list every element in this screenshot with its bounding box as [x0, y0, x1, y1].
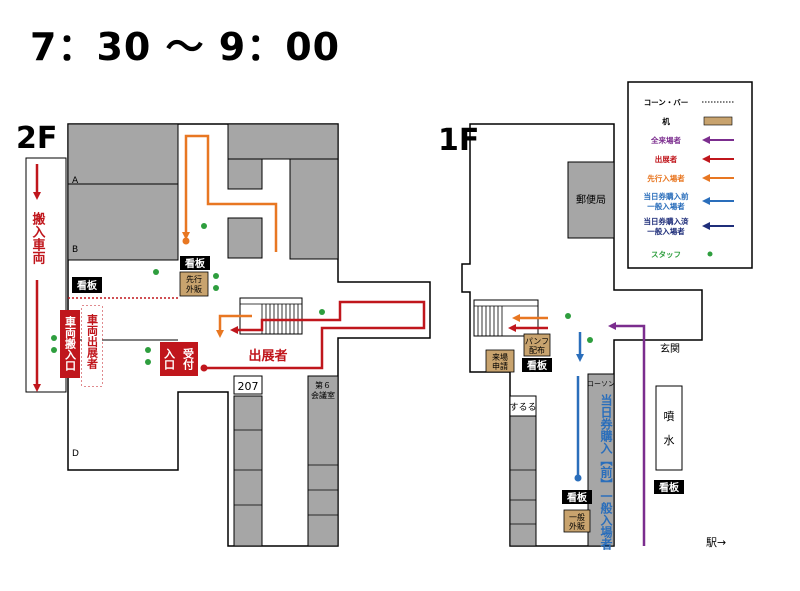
general-sales-line2: 外販	[569, 521, 585, 531]
legend-label: コーン・バー	[644, 98, 689, 107]
legend-arrow-swatch	[702, 197, 734, 205]
sign-2f-top	[180, 256, 210, 270]
general-sales-line1: 一般	[569, 512, 585, 522]
route-advance-2f	[182, 134, 278, 252]
floor-label-2f: 2F	[16, 121, 57, 156]
sign-1f-general	[562, 490, 592, 504]
legend-box	[627, 81, 753, 269]
sign-1f-general-label: 看板	[567, 491, 588, 504]
legend-label: 出展者	[655, 154, 678, 164]
sign-1f-fountain	[654, 480, 684, 494]
desk-general-sales	[563, 509, 591, 533]
floor-label-1f: 1F	[438, 123, 479, 158]
legend-arrow-swatch	[702, 136, 734, 144]
sign-2f-left-label: 看板	[77, 279, 98, 292]
pamphlet-line2: 配布	[529, 345, 545, 355]
staff-dot	[213, 273, 219, 279]
booth-block-mid-right	[289, 158, 339, 260]
legend-arrow-swatch	[702, 222, 734, 230]
staff-dot	[201, 223, 207, 229]
vehicle-exhibitor-label: 車両出展者	[86, 313, 100, 370]
route-all-visitors-1f	[608, 322, 646, 546]
room-207-label: 207	[238, 380, 259, 393]
legend: コーン・バー机全来場者出展者先行入場者当日券購入前一般入場者当日券購入済一般入場…	[644, 98, 734, 259]
legend-arrow-swatch	[702, 174, 734, 182]
row-label-a: A	[72, 176, 79, 186]
staff-dot	[51, 347, 57, 353]
visit-apply-line2: 申請	[492, 361, 508, 371]
advance-sales-line1: 先行	[186, 274, 202, 284]
desk-visit-apply	[485, 349, 515, 373]
sign-1f-pamphlet-label: 看板	[527, 359, 548, 372]
staff-dot	[145, 347, 151, 353]
route-advance-stairs	[216, 314, 252, 338]
reception-entrance-label: 入口	[163, 348, 176, 371]
staff-dot	[51, 335, 57, 341]
booth-block-top-right	[227, 123, 339, 160]
room-207	[233, 375, 263, 395]
meeting-room-label-1: 第６	[315, 380, 331, 390]
shop-column-left	[509, 415, 537, 547]
entrance-label: 玄関	[660, 342, 680, 355]
staff-dot	[319, 309, 325, 315]
sign-vehicle-exhibitor	[82, 306, 102, 386]
sign-vehicle-entrance	[60, 310, 80, 378]
f2-unloading-lane	[25, 157, 67, 393]
staff-dot	[145, 359, 151, 365]
exhibitor-route-label: 出展者	[248, 348, 287, 364]
legend-label: スタッフ	[651, 249, 681, 259]
sign-2f-left	[72, 277, 102, 293]
meeting-room-label-2: 会議室	[311, 390, 335, 400]
legend-label: 当日券購入前	[644, 191, 689, 201]
fountain-line1: 噴	[664, 410, 675, 423]
station-label: 駅→	[706, 536, 726, 549]
booth-column-left	[233, 395, 263, 547]
post-office	[567, 161, 615, 239]
legend-label: 机	[662, 116, 670, 126]
desk-pamphlet	[523, 333, 551, 357]
legend-label: 全来場者	[650, 135, 681, 145]
visit-apply-line1: 来場	[492, 352, 508, 362]
pamphlet-line1: パンフ	[525, 337, 549, 346]
row-label-b: B	[72, 245, 78, 255]
meeting-room-6	[307, 375, 339, 547]
reception-desk-label: 受付	[182, 347, 195, 371]
advance-sales-line2: 外販	[186, 284, 202, 294]
booth-block-b	[67, 183, 179, 261]
suruga-label: するる	[509, 402, 536, 413]
same-day-route-label: 当日券購入【前】一般入場者	[599, 393, 613, 551]
stairs-2f	[239, 297, 303, 335]
shop-lawson	[587, 373, 615, 547]
f2-unloading-label: 搬入車両	[30, 211, 46, 265]
staff-dot	[565, 313, 571, 319]
staff-dot	[213, 285, 219, 291]
sign-1f-fountain-label: 看板	[659, 481, 680, 494]
legend-label: 当日券購入済	[644, 216, 689, 226]
reception-desk	[178, 342, 198, 376]
fountain-line2: 水	[664, 434, 675, 447]
staff-dot	[153, 269, 159, 275]
sign-1f-pamphlet	[522, 358, 552, 372]
legend-arrow-swatch	[702, 155, 734, 163]
vehicle-entrance-label: 車両搬入口	[64, 315, 77, 372]
legend-label: 先行入場者	[647, 173, 685, 183]
row-label-d: D	[72, 449, 79, 459]
legend-desk-swatch	[703, 116, 733, 126]
booth-block-mid-left	[227, 158, 263, 190]
lawson-label: ローソン	[587, 380, 615, 388]
reception-entrance	[160, 342, 178, 376]
post-office-label: 郵便局	[576, 193, 606, 206]
sign-2f-top-label: 看板	[185, 257, 206, 270]
legend-staff-swatch	[707, 251, 713, 257]
desk-advance-sales	[179, 271, 209, 297]
fountain	[655, 385, 683, 471]
booth-block-small	[227, 217, 263, 259]
legend-label: 一般入場者	[647, 226, 685, 236]
staff-dot	[587, 337, 593, 343]
booth-block-a	[67, 123, 179, 185]
route-exhibitor-2f	[204, 300, 426, 370]
legend-label: 一般入場者	[647, 201, 685, 211]
page-title: 7：30 〜 9：00	[30, 25, 341, 69]
